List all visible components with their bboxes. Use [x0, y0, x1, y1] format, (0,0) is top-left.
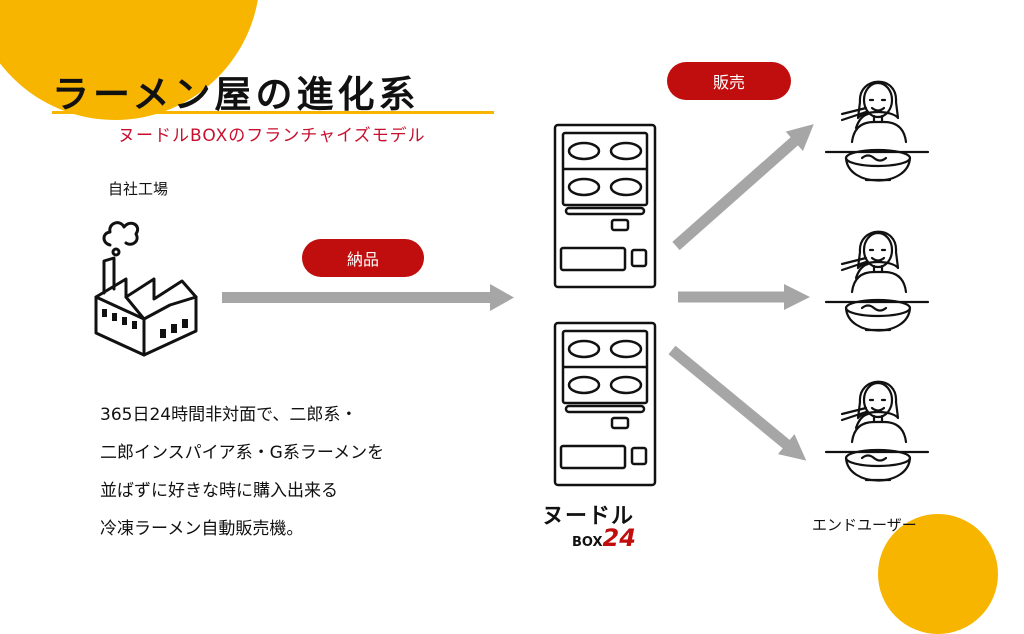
description-line: 365日24時間非対面で、二郎系・ [100, 405, 358, 425]
customer-eating-ramen-icon [824, 380, 930, 482]
enduser-label: エンドユーザー [812, 516, 917, 534]
page-title: ラーメン屋の進化系 [52, 73, 420, 116]
customer-eating-ramen-icon [824, 80, 930, 182]
vending-machine-icon [553, 321, 657, 487]
vending-machine-icon [553, 123, 657, 289]
sales-arrows [668, 124, 814, 461]
sales-arrow-middle [678, 284, 810, 310]
brand-logo-top: ヌードル [542, 504, 635, 529]
description-line: 冷凍ラーメン自動販売機。 [100, 519, 304, 539]
description-text: 365日24時間非対面で、二郎系・ 二郎インスパイア系・G系ラーメンを 並ばずに… [100, 396, 384, 548]
factory-icon [94, 221, 198, 357]
brand-logo-box: BOX [572, 535, 603, 550]
delivery-arrow [222, 284, 514, 311]
customer-eating-ramen-icon [824, 230, 930, 332]
title-underline [52, 111, 494, 114]
delivery-badge: 納品 [302, 239, 424, 277]
brand-logo-number: 24 [602, 524, 636, 552]
sales-badge: 販売 [667, 62, 791, 100]
brand-logo: ヌードル BOX24 [542, 504, 636, 552]
sales-arrow-up [672, 124, 814, 251]
description-line: 二郎インスパイア系・G系ラーメンを [100, 443, 385, 463]
page-subtitle: ヌードルBOXのフランチャイズモデル [118, 126, 426, 146]
description-line: 並ばずに好きな時に購入出来る [100, 481, 338, 501]
factory-label: 自社工場 [108, 180, 169, 198]
sales-arrow-down [668, 345, 807, 461]
